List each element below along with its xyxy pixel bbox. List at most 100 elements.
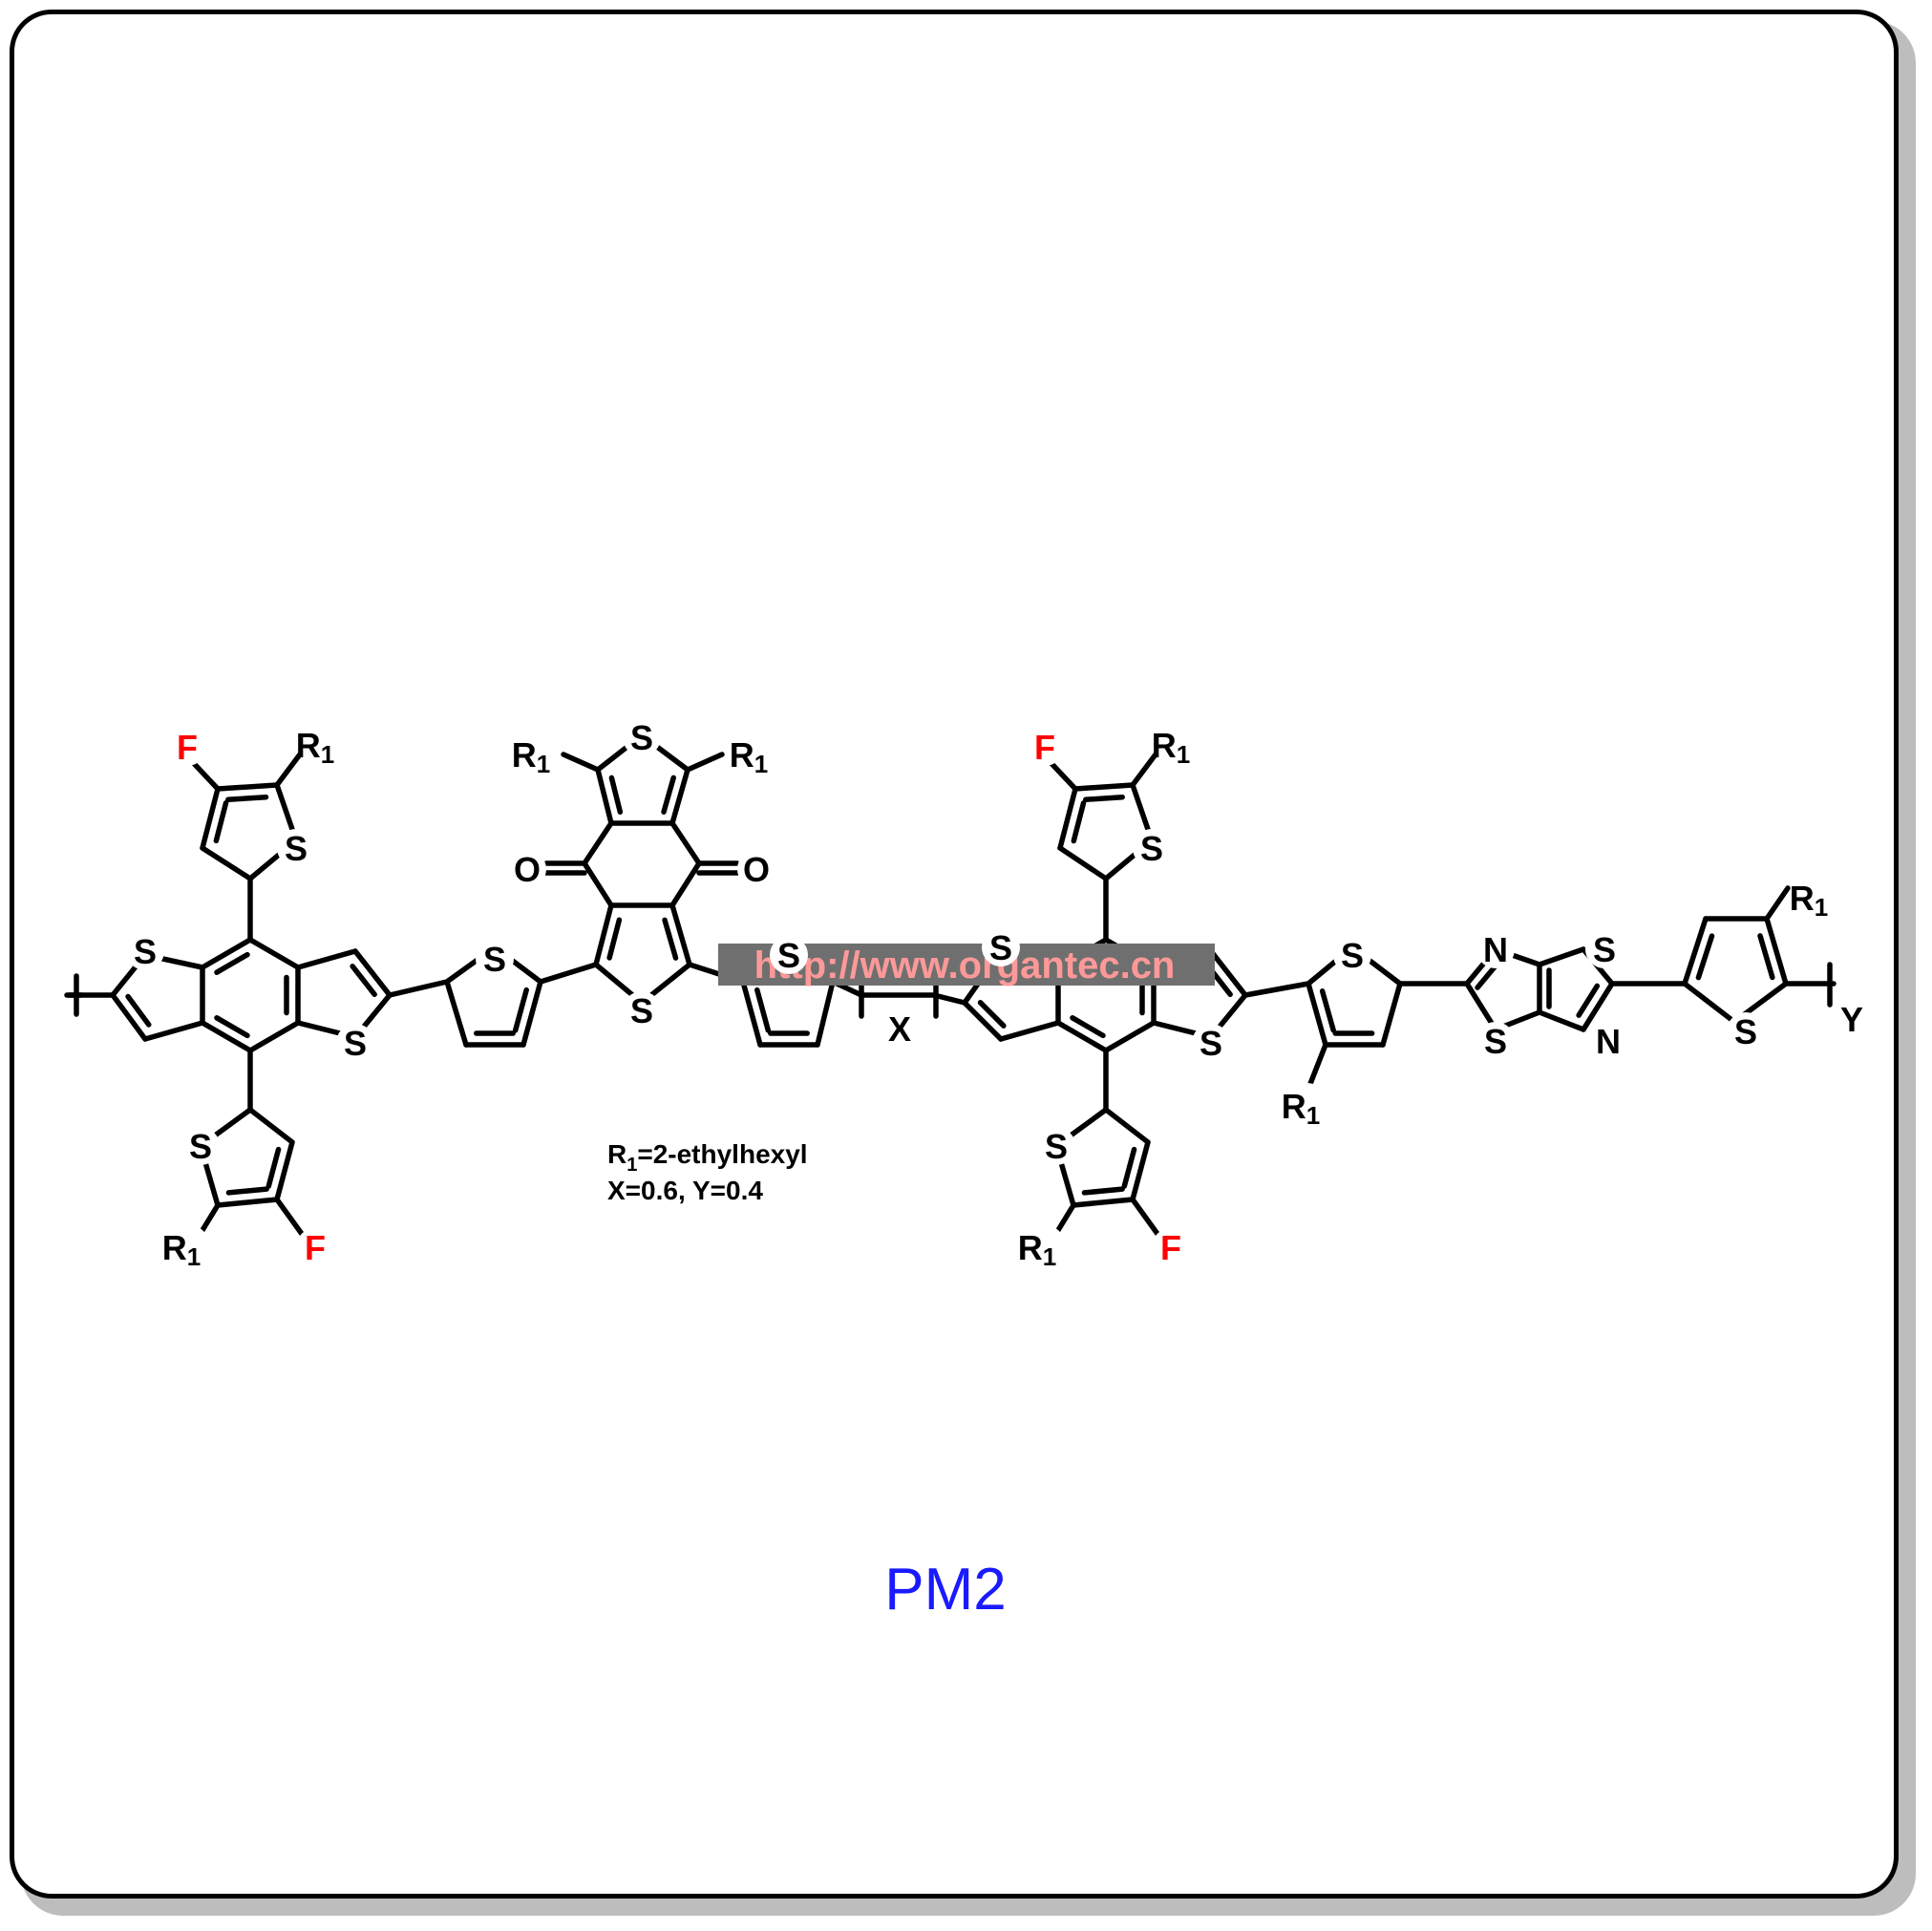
ttz-right-bond <box>1581 981 1615 1032</box>
r1-alkyl-thiophene: R1 <box>1282 1087 1320 1131</box>
fluorine-bottom-left: F <box>305 1228 326 1267</box>
label-background <box>770 936 808 974</box>
label-background <box>1333 936 1371 974</box>
double-bond <box>1695 933 1715 981</box>
bdt1-benzene-bond <box>247 937 301 970</box>
ttz-left-bond <box>1464 981 1498 1032</box>
bond-skeleton <box>64 732 1836 1242</box>
ttz-sulfur-top: S <box>1593 930 1616 969</box>
bdt2-top-thienyl-bond <box>1057 845 1109 881</box>
double-bond <box>606 917 623 961</box>
spacer2-bond <box>815 979 836 1048</box>
double-bond <box>1757 933 1775 981</box>
ttz-nitrogen-bottom: N <box>1596 1022 1621 1061</box>
label-background <box>1585 930 1624 968</box>
f-bond <box>1130 1197 1160 1237</box>
label-background <box>1037 1127 1075 1165</box>
r1-top-left: R1 <box>296 726 334 770</box>
bdt1-left-thiophene-bond <box>110 992 148 1042</box>
bdt2-benzene-bond <box>1103 1020 1157 1053</box>
bdd-quinone-bond <box>582 860 614 908</box>
top-thienyl-bond <box>200 786 221 851</box>
bdt2-bottom-thienyl-bond <box>1103 1107 1151 1145</box>
double-bond <box>213 799 229 844</box>
bottom-thienyl-bond <box>215 1197 280 1208</box>
bdt1-benzene-bond <box>200 937 253 970</box>
double-bond <box>1070 1015 1106 1039</box>
bdt1-right-thiophene-bond <box>352 948 393 998</box>
label-background <box>1476 930 1515 968</box>
double-bond <box>225 794 269 803</box>
bdt1-benzene-bond <box>247 1020 301 1053</box>
substituent-note: R1=2-ethylhexyl X=0.6, Y=0.4 <box>607 1139 808 1205</box>
alkyl-thiophene-sulfur: S <box>1341 936 1364 975</box>
label-background <box>181 1127 220 1165</box>
r-bond <box>685 752 725 773</box>
double-bond <box>214 1015 250 1039</box>
top-thienyl-sulfur: S <box>285 829 308 868</box>
bdt1-benzene-bond <box>200 1020 253 1053</box>
bdt2-sulfur-right: S <box>1200 1024 1222 1063</box>
r1-end-thiophene: R1 <box>1790 879 1828 923</box>
label-background <box>1020 1224 1066 1270</box>
ttz-sulfur-bottom: S <box>1484 1022 1507 1061</box>
label-background <box>1026 728 1064 766</box>
r-bond <box>274 752 303 788</box>
bdd-quinone-bond <box>669 860 702 908</box>
r-bond <box>561 752 601 773</box>
bdd-upper-thiophene-bond <box>669 767 690 826</box>
double-bond <box>1081 1186 1125 1196</box>
double-bond <box>512 987 529 1033</box>
label-background <box>336 1024 374 1062</box>
ttz-right-bond <box>1537 1009 1586 1032</box>
bdd-sulfur-lower: S <box>630 991 653 1030</box>
note-r: R <box>607 1139 626 1169</box>
bdt1-sulfur-right: S <box>344 1024 367 1063</box>
svg-text:R1=2-ethylhexyl: R1=2-ethylhexyl <box>607 1139 808 1176</box>
label-background <box>982 928 1020 966</box>
watermark-text: http://www.organtec.cn <box>754 944 1176 987</box>
ttz-nitrogen-top: N <box>1483 930 1508 969</box>
r1-top-right: R1 <box>1152 726 1190 770</box>
label-background <box>508 850 546 888</box>
r1-bottom-right: R1 <box>1018 1228 1056 1272</box>
bdt1-sulfur-left: S <box>134 932 157 971</box>
top-thienyl-bond <box>200 845 253 881</box>
r-bond <box>1130 752 1158 788</box>
bdt1-right-thiophene-bond <box>295 948 358 970</box>
repeat-unit-y-label: Y <box>1840 1000 1863 1039</box>
bdt2-bottom-thienyl-bond <box>1130 1139 1151 1202</box>
spacer2-sulfur: S <box>777 936 800 975</box>
bdd-lower-thiophene-bond <box>593 902 614 967</box>
label-background <box>476 940 514 978</box>
double-bond <box>1121 1146 1137 1189</box>
label-background <box>296 1228 334 1266</box>
label-background <box>737 850 775 888</box>
bdt1-left-thiophene-bond <box>142 1020 205 1042</box>
double-bond <box>125 993 152 1028</box>
bdd-sulfur-upper: S <box>630 718 653 757</box>
fluorine-bottom-right: F <box>1160 1228 1181 1267</box>
label-background <box>298 722 344 768</box>
bdt2-bottom-thienyl-bond <box>1071 1197 1136 1208</box>
label-background <box>1476 1022 1515 1060</box>
bdt2-top-thienyl-sulfur: S <box>1140 829 1163 868</box>
label-background <box>1133 829 1171 867</box>
double-bond <box>754 987 772 1033</box>
bdt2-left-thiophene-bond <box>962 1000 1004 1042</box>
double-bond <box>1319 988 1336 1033</box>
ttz-right-bond <box>1537 946 1586 967</box>
label-background <box>1284 1083 1329 1129</box>
label-background <box>126 932 164 970</box>
repeat-unit-x-label: X <box>888 1009 911 1049</box>
r1-bdd-right: R1 <box>730 735 768 779</box>
label-background <box>623 718 661 756</box>
label-background <box>732 732 777 777</box>
fluorine-top-right: F <box>1034 728 1055 767</box>
r1-bdd-left: R1 <box>512 735 550 779</box>
link-bond <box>931 992 967 1006</box>
end-thiophene-bond <box>1682 981 1737 1025</box>
spacer2-bond <box>740 979 763 1048</box>
